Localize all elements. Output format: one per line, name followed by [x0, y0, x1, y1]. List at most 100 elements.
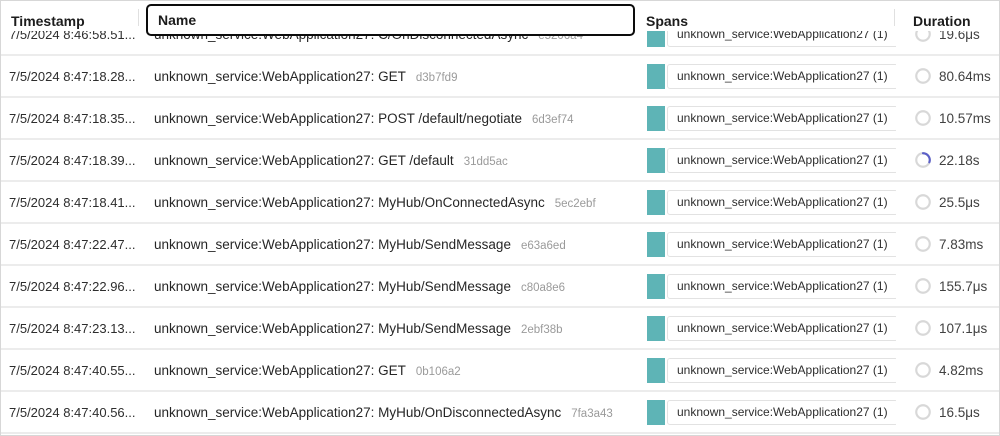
duration-ring-icon — [915, 278, 931, 294]
timestamp-cell: 7/5/2024 8:47:22.96... — [1, 279, 146, 294]
spans-cell: unknown_service:WebApplication27 (1) — [641, 231, 896, 257]
duration-ring-icon — [915, 362, 931, 378]
timestamp-cell: 7/5/2024 8:47:18.28... — [1, 69, 146, 84]
trace-id: 6d3ef74 — [531, 113, 574, 126]
trace-name: unknown_service:WebApplication27: GET — [154, 68, 406, 84]
trace-id: 31dd5ac — [463, 155, 508, 168]
column-divider — [138, 9, 139, 26]
duration-ring-icon — [915, 194, 931, 210]
trace-name-cell[interactable]: unknown_service:WebApplication27: MyHub/… — [146, 237, 641, 252]
timestamp-value: 7/5/2024 8:47:22.96... — [9, 278, 136, 294]
table-row[interactable]: 7/5/2024 8:47:18.39... unknown_service:W… — [1, 140, 999, 182]
trace-name: unknown_service:WebApplication27: MyHub/… — [154, 236, 511, 252]
duration-ring-icon — [915, 68, 931, 84]
resource-span-badge[interactable]: unknown_service:WebApplication27 (1) — [667, 273, 896, 299]
duration-value: 7.83ms — [939, 236, 984, 252]
resource-span-badge[interactable]: unknown_service:WebApplication27 (1) — [667, 147, 896, 173]
resource-color-swatch — [647, 105, 665, 131]
duration-cell: 10.57ms — [896, 109, 999, 127]
spans-cell: unknown_service:WebApplication27 (1) — [641, 147, 896, 173]
resource-color-swatch — [647, 147, 665, 173]
duration-value: 22.18s — [939, 152, 980, 168]
table-row[interactable]: 7/5/2024 8:47:23.13... unknown_service:W… — [1, 308, 999, 350]
duration-value: 80.64ms — [939, 68, 991, 84]
table-header: Timestamp Name Spans Duration — [1, 1, 999, 36]
duration-value: 10.57ms — [939, 110, 991, 126]
trace-id: 5ec2ebf — [554, 197, 596, 210]
trace-name-cell[interactable]: unknown_service:WebApplication27: MyHub/… — [146, 321, 641, 336]
duration-cell: 25.5μs — [896, 193, 999, 211]
table-row[interactable]: 7/5/2024 8:47:22.47... unknown_service:W… — [1, 224, 999, 266]
trace-name-cell[interactable]: unknown_service:WebApplication27: MyHub/… — [146, 279, 641, 294]
table-body: 7/5/2024 8:46:58.51... unknown_service:W… — [1, 14, 999, 434]
duration-progress-arc — [921, 152, 931, 164]
timestamp-value: 7/5/2024 8:47:22.47... — [9, 236, 136, 252]
spans-cell: unknown_service:WebApplication27 (1) — [641, 315, 896, 341]
trace-id: c80a8e6 — [520, 281, 566, 294]
duration-ring-icon — [915, 404, 931, 420]
column-header-timestamp[interactable]: Timestamp — [11, 13, 85, 29]
duration-cell: 7.83ms — [896, 235, 999, 253]
resource-span-badge[interactable]: unknown_service:WebApplication27 (1) — [667, 63, 896, 89]
trace-name-cell[interactable]: unknown_service:WebApplication27: MyHub/… — [146, 405, 641, 420]
timestamp-cell: 7/5/2024 8:47:23.13... — [1, 321, 146, 336]
table-row[interactable]: 7/5/2024 8:47:40.55... unknown_service:W… — [1, 350, 999, 392]
trace-name: unknown_service:WebApplication27: MyHub/… — [154, 278, 511, 294]
trace-id: 7fa3a43 — [571, 407, 613, 420]
duration-cell: 80.64ms — [896, 67, 999, 85]
trace-name: unknown_service:WebApplication27: MyHub/… — [154, 404, 562, 420]
table-row[interactable]: 7/5/2024 8:47:40.56... unknown_service:W… — [1, 392, 999, 434]
timestamp-value: 7/5/2024 8:47:18.41... — [9, 194, 136, 210]
timestamp-cell: 7/5/2024 8:47:18.41... — [1, 195, 146, 210]
resource-span-badge[interactable]: unknown_service:WebApplication27 (1) — [667, 231, 896, 257]
resource-span-badge[interactable]: unknown_service:WebApplication27 (1) — [667, 315, 896, 341]
resource-span-badge[interactable]: unknown_service:WebApplication27 (1) — [667, 105, 896, 131]
duration-cell: 4.82ms — [896, 361, 999, 379]
trace-id: d3b7fd9 — [415, 71, 458, 84]
spans-cell: unknown_service:WebApplication27 (1) — [641, 105, 896, 131]
duration-value: 155.7μs — [939, 278, 988, 294]
duration-cell: 155.7μs — [896, 277, 999, 295]
duration-ring-icon — [915, 152, 931, 168]
column-divider — [894, 9, 895, 26]
resource-span-badge[interactable]: unknown_service:WebApplication27 (1) — [667, 189, 896, 215]
trace-id: 0b106a2 — [415, 365, 461, 378]
trace-name-cell[interactable]: unknown_service:WebApplication27: GET /d… — [146, 153, 641, 168]
timestamp-cell: 7/5/2024 8:47:22.47... — [1, 237, 146, 252]
resource-span-badge[interactable]: unknown_service:WebApplication27 (1) — [667, 357, 896, 383]
timestamp-cell: 7/5/2024 8:47:40.55... — [1, 363, 146, 378]
duration-cell: 16.5μs — [896, 403, 999, 421]
resource-span-badge[interactable]: unknown_service:WebApplication27 (1) — [667, 399, 896, 425]
trace-name: unknown_service:WebApplication27: POST /… — [154, 110, 522, 126]
trace-name-cell[interactable]: unknown_service:WebApplication27: MyHub/… — [146, 195, 641, 210]
table-row[interactable]: 7/5/2024 8:47:22.96... unknown_service:W… — [1, 266, 999, 308]
spans-cell: unknown_service:WebApplication27 (1) — [641, 399, 896, 425]
timestamp-value: 7/5/2024 8:47:40.56... — [9, 404, 136, 420]
trace-name-cell[interactable]: unknown_service:WebApplication27: GET d3b… — [146, 69, 641, 84]
resource-color-swatch — [647, 273, 665, 299]
duration-value: 16.5μs — [939, 404, 980, 420]
column-header-spans[interactable]: Spans — [646, 13, 689, 29]
timestamp-value: 7/5/2024 8:47:23.13... — [9, 320, 136, 336]
timestamp-value: 7/5/2024 8:47:18.35... — [9, 110, 136, 126]
resource-color-swatch — [647, 63, 665, 89]
table-row[interactable]: 7/5/2024 8:47:18.35... unknown_service:W… — [1, 98, 999, 140]
duration-cell: 107.1μs — [896, 319, 999, 337]
resource-color-swatch — [647, 315, 665, 341]
table-row[interactable]: 7/5/2024 8:47:18.41... unknown_service:W… — [1, 182, 999, 224]
timestamp-value: 7/5/2024 8:47:18.28... — [9, 68, 136, 84]
resource-color-swatch — [647, 357, 665, 383]
duration-ring-icon — [915, 236, 931, 252]
column-header-duration[interactable]: Duration — [913, 13, 971, 29]
column-header-name-label: Name — [158, 12, 197, 28]
spans-cell: unknown_service:WebApplication27 (1) — [641, 189, 896, 215]
duration-ring-icon — [915, 320, 931, 336]
spans-cell: unknown_service:WebApplication27 (1) — [641, 273, 896, 299]
trace-name-cell[interactable]: unknown_service:WebApplication27: POST /… — [146, 111, 641, 126]
table-row[interactable]: 7/5/2024 8:47:18.28... unknown_service:W… — [1, 56, 999, 98]
spans-cell: unknown_service:WebApplication27 (1) — [641, 63, 896, 89]
column-header-name-input[interactable]: Name — [146, 4, 635, 36]
trace-id: 2ebf38b — [520, 323, 563, 336]
